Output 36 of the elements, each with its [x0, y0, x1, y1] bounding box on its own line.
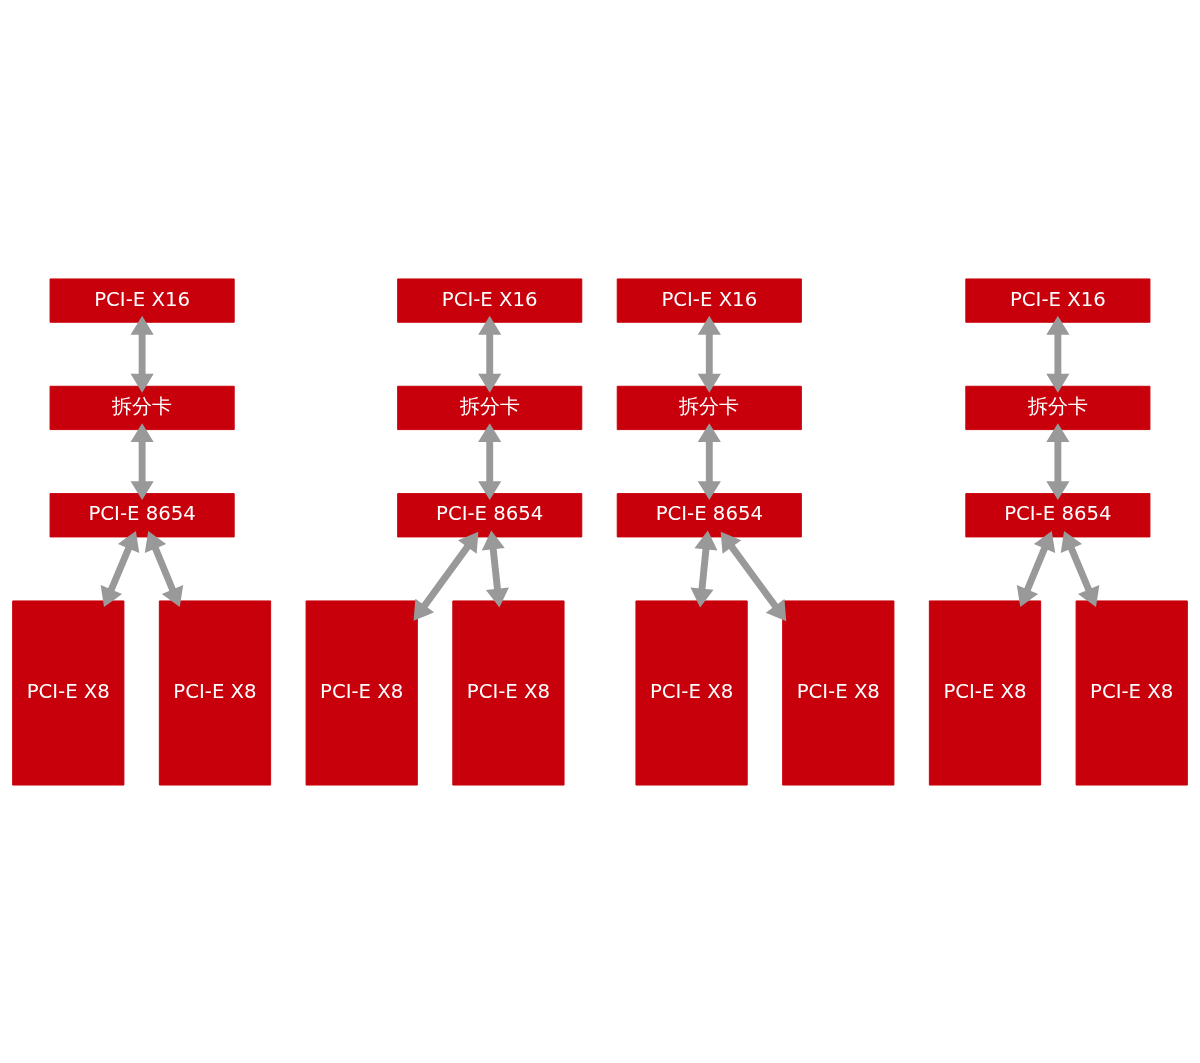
node-box: PCI-E X16 — [49, 277, 235, 323]
node-box: PCI-E X8 — [635, 599, 748, 786]
arrow — [100, 530, 140, 607]
node-box: 拆分卡 — [49, 385, 235, 430]
arrow — [697, 422, 721, 500]
arrow — [1046, 422, 1070, 500]
node-box: PCI-E 8654 — [397, 492, 583, 537]
node-box: PCI-E X8 — [452, 599, 565, 786]
node-box: PCI-E X16 — [397, 277, 583, 323]
arrow — [130, 315, 154, 393]
arrow — [130, 422, 154, 500]
node-box: PCI-E X8 — [158, 599, 272, 786]
node-box: PCI-E X8 — [1075, 599, 1188, 786]
arrow — [697, 315, 721, 393]
node-box: PCI-E 8654 — [49, 492, 235, 537]
node-box: PCI-E X16 — [965, 277, 1151, 323]
arrow — [1046, 315, 1070, 393]
node-box: 拆分卡 — [965, 385, 1151, 430]
arrow — [690, 530, 718, 607]
arrow — [478, 315, 502, 393]
arrow — [413, 531, 479, 621]
node-box: 拆分卡 — [397, 385, 583, 430]
node-box: PCI-E 8654 — [965, 492, 1151, 537]
node-box: PCI-E X16 — [616, 277, 802, 323]
arrow — [1060, 530, 1100, 607]
node-box: PCI-E X8 — [12, 599, 125, 786]
arrow — [481, 530, 509, 607]
arrow — [144, 530, 184, 607]
node-box: PCI-E X8 — [305, 599, 418, 786]
node-box: PCI-E 8654 — [616, 492, 802, 537]
arrow — [1016, 530, 1056, 607]
node-box: PCI-E X8 — [782, 599, 895, 786]
node-box: 拆分卡 — [616, 385, 802, 430]
arrow — [478, 422, 502, 500]
arrow — [720, 531, 787, 621]
node-box: PCI-E X8 — [928, 599, 1042, 786]
